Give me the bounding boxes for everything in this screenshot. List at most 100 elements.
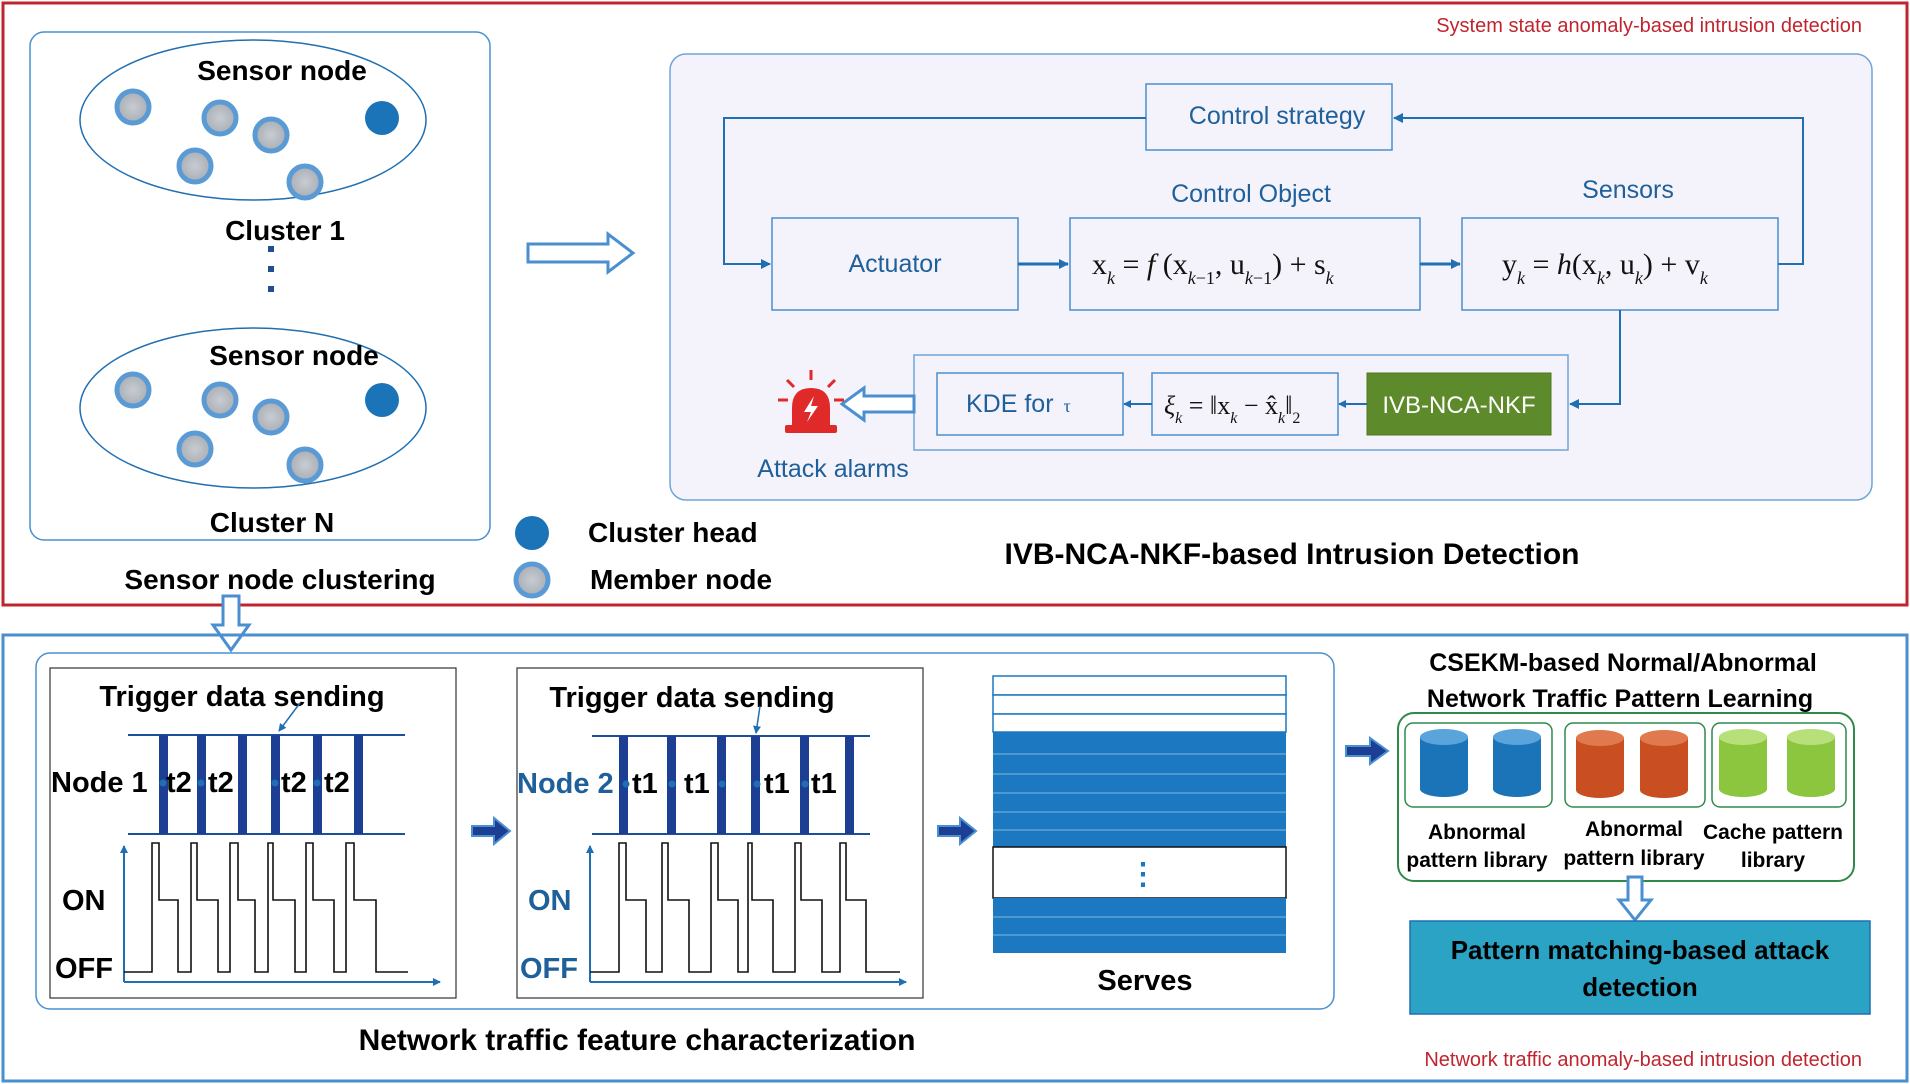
member-node: [176, 147, 214, 185]
member-node: [286, 446, 324, 484]
kde-box[interactable]: [936, 372, 1124, 436]
top-section-title: System state anomaly-based intrusion det…: [1436, 15, 1862, 37]
interval-label: t2: [281, 767, 307, 799]
cluster-n-title: Sensor node: [209, 340, 379, 371]
library-1-label-line2: pattern library: [1406, 849, 1548, 872]
panel-2-waveform: [590, 842, 900, 973]
actuator-label: Actuator: [848, 250, 941, 278]
panel-1-on-label: ON: [62, 885, 106, 917]
attack-alarms-label: Attack alarms: [757, 455, 908, 483]
panel-1-intervals: t2 t2 t2 t2: [166, 767, 350, 799]
interval-label: t1: [764, 768, 790, 800]
bottom-section-title: Network traffic anomaly-based intrusion …: [1424, 1049, 1862, 1071]
cluster-n-ellipse: [79, 327, 427, 489]
panel-2-intervals: t1 t1 t1 t1: [632, 768, 837, 800]
csekm-title-line1: CSEKM-based Normal/Abnormal: [1429, 649, 1817, 677]
vertical-ellipsis-icon: [268, 246, 274, 292]
cluster-head-node: [365, 383, 399, 417]
serves-stack: [992, 675, 1287, 953]
panel-1-node-label: Node 1: [51, 767, 148, 799]
cluster-n-label: Cluster N: [210, 507, 334, 538]
arrow-serves-to-csekm-icon: [1345, 736, 1390, 766]
sensors-box[interactable]: [1461, 217, 1779, 311]
library-2-label-line1: Abnormal: [1585, 818, 1683, 841]
cluster-1-label: Cluster 1: [225, 215, 345, 246]
member-node: [286, 163, 324, 201]
control-object-box[interactable]: [1069, 217, 1421, 311]
panel-1-axes: [120, 845, 441, 986]
ivb-nca-nkf-label: IVB-NCA-NKF: [1382, 392, 1535, 419]
arrow-panel2-to-serves-icon: [937, 815, 978, 847]
cluster-n-nodes: [114, 371, 399, 484]
panel-2-on-label: ON: [528, 885, 572, 917]
library-1-label-line1: Abnormal: [1428, 821, 1526, 844]
interval-label: t2: [166, 767, 192, 799]
pattern-matching-line1: Pattern matching-based attack: [1451, 935, 1830, 965]
trigger-panel-1-title: Trigger data sending: [99, 681, 384, 713]
interval-label: t1: [632, 768, 658, 800]
database-cylinder-icon: [1576, 730, 1624, 798]
hollow-arrow-left-icon: [839, 385, 916, 423]
library-3-label-line2: library: [1741, 849, 1806, 872]
member-node: [252, 116, 290, 154]
member-node: [114, 371, 152, 409]
ivb-nca-nkf-box[interactable]: [1366, 372, 1552, 436]
interval-label: t1: [811, 768, 837, 800]
database-cylinder-icon: [1420, 729, 1468, 797]
cluster-1-ellipse: [79, 39, 427, 201]
member-node: [114, 88, 152, 126]
sensors-to-ivb-arrow: [1569, 310, 1621, 409]
pattern-matching-line2: detection: [1582, 972, 1698, 1002]
panel-2-node-label: Node 2: [517, 768, 614, 800]
kde-tau: τ: [1064, 396, 1071, 416]
clustering-caption: Sensor node clustering: [124, 564, 435, 595]
serves-label: Serves: [1097, 965, 1192, 997]
traffic-feature-caption: Network traffic feature characterization: [359, 1024, 916, 1057]
panel-2-dots: [622, 780, 809, 788]
database-cylinder-icon: [1493, 729, 1541, 797]
cluster-1-title: Sensor node: [197, 55, 367, 86]
database-cylinder-icon: [1719, 729, 1767, 797]
legend-member-node-icon: [513, 561, 551, 599]
hollow-arrow-right-icon: [526, 230, 636, 276]
member-node: [176, 430, 214, 468]
strategy-to-actuator-arrow: [723, 117, 1146, 269]
cluster-head-node: [365, 101, 399, 135]
member-node: [201, 99, 239, 137]
arrow-panel1-to-panel2-icon: [471, 815, 512, 847]
library-2-label-line2: pattern library: [1563, 847, 1705, 870]
panel-1-dots: [159, 779, 321, 787]
panel-1-off-label: OFF: [55, 953, 113, 985]
interval-label: t2: [208, 767, 234, 799]
database-cylinder-icon: [1787, 729, 1835, 797]
kde-text: KDE for: [966, 390, 1054, 418]
interval-label: t1: [684, 768, 710, 800]
panel-1-waveform: [124, 842, 408, 973]
library-3-label-line1: Cache pattern: [1703, 821, 1843, 844]
interval-label: t2: [324, 767, 350, 799]
cluster-1-nodes: [114, 88, 399, 201]
top-section-frame: [1, 1, 1909, 607]
database-cylinder-icon: [1640, 730, 1688, 798]
bottom-section-frame: [1, 633, 1909, 1083]
alarm-siren-icon: [778, 370, 844, 433]
control-strategy-box[interactable]: [1145, 83, 1393, 151]
legend-member-node-label: Member node: [590, 564, 772, 595]
serves-ellipsis: ⋮: [1128, 858, 1158, 891]
member-node: [252, 398, 290, 436]
trigger-panel-2-title: Trigger data sending: [549, 682, 834, 714]
hollow-arrow-down-small-icon: [1615, 875, 1655, 923]
detection-caption: IVB-NCA-NKF-based Intrusion Detection: [1004, 538, 1579, 571]
control-strategy-label: Control strategy: [1189, 102, 1366, 130]
legend-cluster-head-label: Cluster head: [588, 517, 758, 548]
sensors-label: Sensors: [1582, 176, 1674, 204]
legend-cluster-head-icon: [515, 516, 549, 550]
panel-2-axes: [586, 845, 907, 986]
pattern-matching-box[interactable]: [1409, 920, 1871, 1015]
member-node: [201, 381, 239, 419]
actuator-box[interactable]: [771, 217, 1019, 311]
control-object-label: Control Object: [1171, 180, 1331, 208]
residual-box[interactable]: [1151, 372, 1339, 436]
panel-2-off-label: OFF: [520, 953, 578, 985]
